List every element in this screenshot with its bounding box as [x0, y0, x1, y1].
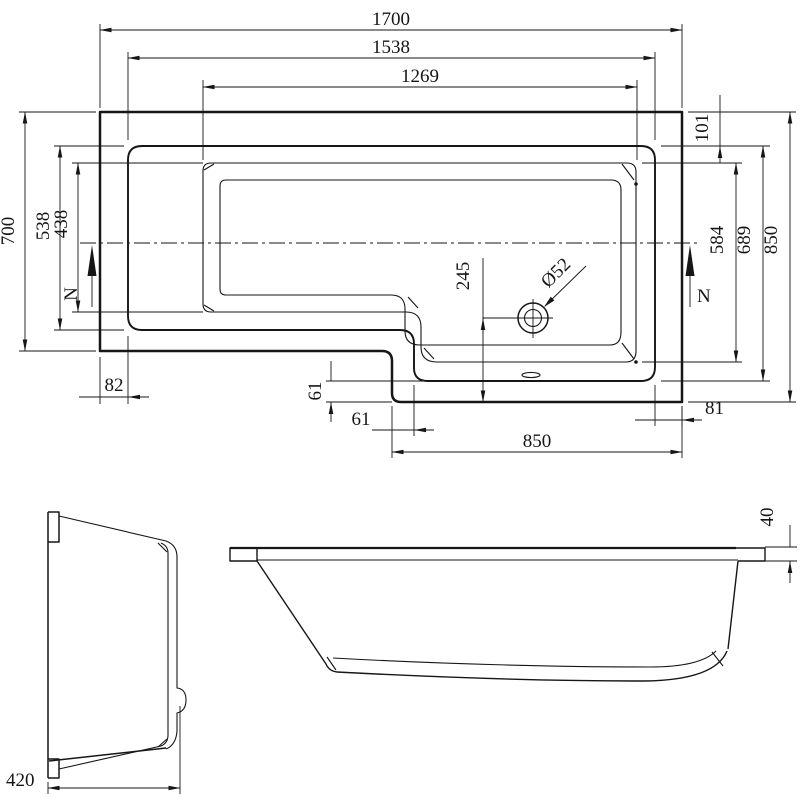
plan-inner-rim — [127, 145, 656, 382]
dim-floor-length: 1269 — [202, 66, 638, 160]
svg-text:61: 61 — [352, 409, 371, 430]
svg-text:82: 82 — [105, 375, 124, 396]
end-bottom — [48, 747, 167, 762]
waste-arrow-right: N — [685, 245, 711, 307]
end-view: 420 — [6, 511, 187, 794]
dim-overall-width-left: 700 — [0, 111, 96, 352]
svg-text:101: 101 — [692, 114, 713, 143]
dim-rim-thickness: 40 — [757, 508, 797, 583]
end-rim-edge — [47, 511, 60, 779]
dim-rim-inner-width-right: 689 — [661, 145, 770, 382]
svg-text:850: 850 — [761, 226, 782, 255]
dim-floor-width-right: 584 — [642, 162, 742, 363]
dim-floor-width-left: 438 — [51, 162, 203, 313]
waste-label-right: N — [697, 286, 711, 307]
dim-bottom-length-right: 850 — [391, 406, 683, 458]
end-far-wall — [165, 540, 187, 750]
corner-dot-bottom — [634, 360, 638, 364]
waste-label-left: N — [61, 287, 82, 301]
svg-text:81: 81 — [705, 398, 724, 419]
svg-text:538: 538 — [33, 212, 54, 241]
plan-outer-outline — [98, 110, 684, 404]
side-bottom-outer — [336, 650, 728, 682]
svg-text:1700: 1700 — [372, 9, 410, 30]
dim-rim-right: 81 — [635, 385, 724, 426]
end-inner-wall — [58, 542, 169, 770]
side-left-tab — [229, 547, 258, 562]
dim-overall-length: 1700 — [99, 9, 683, 108]
waste-arrow-left: N — [61, 245, 97, 307]
svg-text:438: 438 — [51, 210, 72, 239]
side-right-tab — [736, 547, 766, 562]
end-top-slope — [58, 515, 167, 542]
side-left-slope — [256, 560, 338, 673]
dim-rim-inner-width-left: 538 — [33, 145, 124, 331]
svg-text:420: 420 — [6, 770, 35, 791]
dim-step-offset: 61 — [352, 385, 434, 458]
dim-overall-width-right: 850 — [688, 111, 796, 403]
overflow-slot — [521, 371, 541, 379]
corner-blend-ticks — [203, 163, 635, 360]
svg-text:1269: 1269 — [401, 66, 439, 87]
corner-dot-top — [634, 182, 638, 186]
side-blend-ticks — [326, 651, 724, 671]
side-view: 40 — [229, 508, 797, 682]
dim-bottom-rim-right: 61 — [305, 361, 430, 422]
svg-text:850: 850 — [523, 431, 552, 452]
dim-drain-diameter: Ø52 — [537, 254, 575, 292]
svg-text:700: 700 — [0, 217, 19, 246]
plan-floor-outline-inner — [219, 179, 622, 346]
drain-symbol: Ø52 — [483, 254, 587, 338]
drain-leader-arrow — [544, 296, 555, 307]
side-bottom-inner — [332, 650, 717, 668]
dim-rim-inner-length: 1538 — [127, 37, 656, 140]
plan-view: Ø52 N N 1700 1538 1269 — [0, 9, 796, 458]
dim-drain-offset: 245 — [453, 258, 486, 403]
svg-text:40: 40 — [757, 508, 778, 527]
svg-text:689: 689 — [734, 226, 755, 255]
dim-depth: 420 — [6, 706, 181, 794]
drain-crosshair — [483, 299, 553, 338]
plan-floor-outline-outer — [202, 162, 637, 363]
dim-rim-left: 82 — [79, 336, 149, 404]
svg-text:245: 245 — [453, 262, 474, 291]
end-blend-ticks — [157, 542, 168, 748]
dim-rim-top-right: 101 — [661, 95, 796, 163]
side-right-wall — [727, 560, 739, 650]
svg-text:584: 584 — [707, 225, 728, 254]
svg-text:1538: 1538 — [372, 37, 410, 58]
svg-text:61: 61 — [305, 382, 326, 401]
